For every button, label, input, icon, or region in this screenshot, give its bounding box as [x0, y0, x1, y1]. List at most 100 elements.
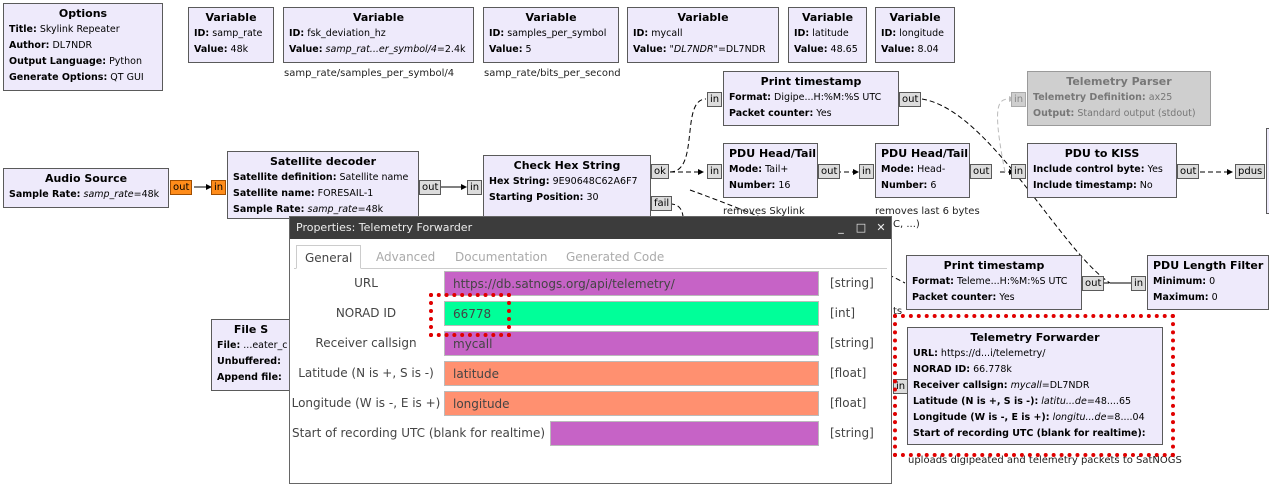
- param-value: Yes: [816, 108, 832, 119]
- pdu-head-tail-block-2[interactable]: PDU Head/Tail Mode: Head- Number: 6: [875, 143, 970, 198]
- variable-mycall-block[interactable]: Variable ID: mycall Value: "DL7NDR"=DL7N…: [627, 7, 779, 63]
- variable-fsk-deviation-block[interactable]: Variable ID: fsk_deviation_hz Value: sam…: [283, 7, 474, 63]
- file-sink-block[interactable]: File S File: ...eater_c Unbuffered: Appe…: [211, 319, 291, 391]
- variable-samples-per-symbol-block[interactable]: Variable ID: samples_per_symbol Value: 5: [483, 7, 619, 63]
- param-row-longitude: Longitude (W is -, E is +) longitude [fl…: [290, 390, 891, 416]
- param-label: Minimum:: [1153, 276, 1207, 287]
- printts1-out-port[interactable]: out: [899, 92, 922, 107]
- norad-id-input[interactable]: 66778: [444, 301, 819, 326]
- param-row-receiver-callsign: Receiver callsign mycall [string]: [290, 330, 891, 356]
- pdu-to-kiss-block[interactable]: PDU to KISS Include control byte: Yes In…: [1027, 143, 1177, 198]
- url-input[interactable]: https://db.satnogs.org/api/telemetry/: [444, 271, 819, 296]
- properties-dialog[interactable]: Properties: Telemetry Forwarder _ □ ✕ Ge…: [289, 216, 892, 484]
- tab-documentation[interactable]: Documentation: [455, 250, 548, 264]
- wire-ok-printts1: [669, 98, 707, 173]
- pduht1-in-port[interactable]: in: [707, 164, 723, 179]
- latitude-input[interactable]: latitude: [444, 361, 819, 386]
- pduht2-out-port[interactable]: out: [970, 164, 993, 179]
- printts1-in-port[interactable]: in: [707, 92, 723, 107]
- param-label: ID:: [794, 28, 810, 39]
- satdec-out-port[interactable]: out: [419, 180, 442, 195]
- satdec-in-port[interactable]: in: [211, 180, 227, 195]
- block-title: Variable: [677, 11, 729, 24]
- audio-source-block[interactable]: Audio Source Sample Rate: samp_rate=48k: [3, 168, 169, 208]
- next-block-pdus-port[interactable]: pdus: [1235, 164, 1266, 179]
- wire-to-parser: [997, 95, 1015, 173]
- param-value: Head-: [917, 164, 946, 175]
- audio-out-port[interactable]: out: [170, 180, 193, 195]
- pdulen-in-port[interactable]: in: [1131, 276, 1147, 291]
- param-value: 5: [525, 44, 532, 55]
- print-timestamp-block-2[interactable]: Print timestamp Format: Teleme...H:%M:%S…: [906, 255, 1082, 310]
- block-title: Satellite decoder: [269, 155, 377, 168]
- dialog-titlebar[interactable]: Properties: Telemetry Forwarder _ □ ✕: [290, 217, 891, 239]
- longitude-input[interactable]: longitude: [444, 391, 819, 416]
- telemetry-forwarder-block[interactable]: Telemetry Forwarder URL: https://d...i/t…: [907, 327, 1163, 445]
- param-expression: samp_rat...er_symbol/4: [325, 44, 437, 55]
- param-label: ID:: [881, 28, 897, 39]
- close-button[interactable]: ✕: [876, 221, 886, 234]
- variable-longitude-block[interactable]: Variable ID: longitude Value: 8.04: [875, 7, 955, 63]
- param-row-norad-id: NORAD ID 66778 [int]: [290, 300, 891, 326]
- checkhex-fail-port[interactable]: fail: [651, 196, 673, 211]
- param-value: latitude: [812, 28, 849, 39]
- start-of-recording-input[interactable]: [550, 421, 819, 446]
- param-value: samp_rate: [212, 28, 263, 39]
- param-label: Start of recording UTC (blank for realti…: [913, 428, 1146, 439]
- checkhex-ok-port[interactable]: ok: [651, 164, 669, 179]
- param-label: Receiver callsign: [315, 336, 417, 350]
- pduht1-out-port[interactable]: out: [818, 164, 841, 179]
- param-expression: longitu...de: [1052, 412, 1107, 423]
- samples-per-symbol-comment: samp_rate/bits_per_second: [484, 68, 621, 79]
- block-title: Telemetry Forwarder: [970, 331, 1100, 344]
- options-block[interactable]: Options Title: Skylink Repeater Author: …: [3, 3, 163, 91]
- param-label: File:: [217, 340, 241, 351]
- variable-latitude-block[interactable]: Variable ID: latitude Value: 48.65: [788, 7, 867, 63]
- next-block-edge[interactable]: [1266, 128, 1269, 214]
- pdukiss-out-port[interactable]: out: [1177, 164, 1200, 179]
- param-row-url: URL https://db.satnogs.org/api/telemetry…: [290, 270, 891, 296]
- print-timestamp-block-1[interactable]: Print timestamp Format: Digipe...H:%M:%S…: [723, 71, 899, 126]
- telparser-in-port[interactable]: in: [1011, 92, 1027, 107]
- param-value: Yes: [1147, 164, 1163, 175]
- param-value: 16: [778, 180, 791, 191]
- pdu-length-filter-block[interactable]: PDU Length Filter Minimum: 0 Maximum: 0: [1147, 255, 1269, 310]
- pdukiss-in-port[interactable]: in: [1011, 164, 1027, 179]
- tab-generated-code[interactable]: Generated Code: [566, 250, 665, 264]
- satellite-decoder-block[interactable]: Satellite decoder Satellite definition: …: [227, 151, 419, 219]
- checkhex-in-port[interactable]: in: [467, 180, 483, 195]
- param-label: Hex String:: [489, 176, 550, 187]
- param-value: 6: [930, 180, 937, 191]
- param-value: No: [1139, 180, 1153, 191]
- param-value: 9E90648C62A6F7: [552, 176, 638, 187]
- minimize-button[interactable]: _: [838, 221, 844, 234]
- param-label: Sample Rate:: [9, 189, 81, 200]
- param-value: Standard output (stdout): [1077, 108, 1196, 119]
- maximize-button[interactable]: □: [855, 221, 867, 234]
- param-expression: samp_rate: [307, 204, 358, 215]
- check-hex-string-block[interactable]: Check Hex String Hex String: 9E90648C62A…: [483, 155, 651, 217]
- param-label: Include control byte:: [1033, 164, 1145, 175]
- param-value: 30: [586, 192, 599, 203]
- param-type: [string]: [830, 426, 874, 440]
- param-value: =DL7NDR: [1041, 380, 1090, 391]
- pdu-head-tail-block-1[interactable]: PDU Head/Tail Mode: Tail+ Number: 16: [723, 143, 818, 198]
- param-type: [int]: [830, 306, 856, 320]
- pduht2-in-port[interactable]: in: [859, 164, 875, 179]
- param-row-latitude: Latitude (N is +, S is -) latitude [floa…: [290, 360, 891, 386]
- pduht2-comment: removes last 6 bytes: [875, 206, 980, 217]
- tab-general[interactable]: General: [296, 245, 362, 269]
- telemetry-parser-block[interactable]: Telemetry Parser Telemetry Definition: a…: [1027, 71, 1211, 126]
- param-value: FORESAIL-1: [317, 188, 374, 199]
- param-expression: "DL7NDR": [669, 44, 718, 55]
- highlight-norad-id: [429, 293, 511, 337]
- variable-samp-rate-block[interactable]: Variable ID: samp_rate Value: 48k: [188, 7, 274, 63]
- param-label: Starting Position:: [489, 192, 584, 203]
- param-value: Yes: [999, 292, 1015, 303]
- tab-advanced[interactable]: Advanced: [376, 250, 436, 264]
- param-type: [float]: [830, 396, 867, 410]
- param-value: 66.778k: [973, 364, 1012, 375]
- printts2-out-port[interactable]: out: [1082, 276, 1105, 291]
- param-value: Python: [109, 56, 143, 67]
